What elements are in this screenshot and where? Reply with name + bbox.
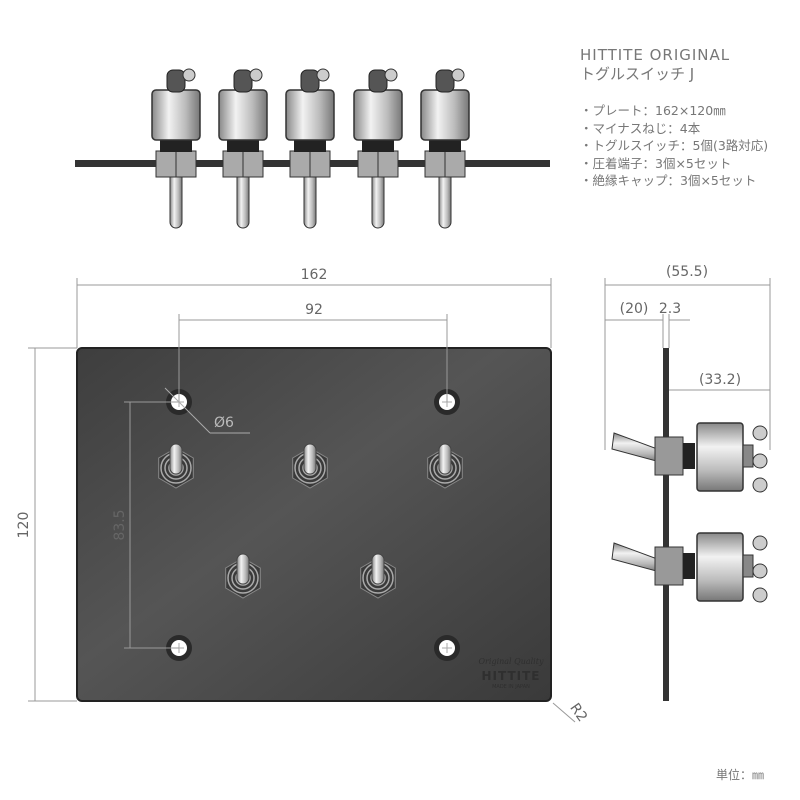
lever — [371, 553, 385, 585]
toggle-switch — [360, 553, 396, 599]
terminal-screw — [752, 477, 768, 493]
terminal — [435, 69, 455, 93]
dim-hole-spacing-x: 92 — [305, 302, 323, 318]
toggle-switch-top — [151, 68, 201, 229]
thread — [362, 138, 394, 152]
toggle-switch — [158, 443, 194, 489]
terminal-screw — [249, 68, 263, 82]
switch-body — [285, 89, 335, 141]
dim-width: 162 — [301, 267, 328, 283]
dim-depth-total: (55.5) — [666, 264, 708, 280]
spec-item: ・絶縁キャップ：3個×5セット — [580, 173, 757, 188]
lever — [236, 553, 250, 585]
terminal-screw — [752, 425, 768, 441]
toggle-switch-top — [218, 68, 268, 229]
terminal — [300, 69, 320, 93]
terminal-screw — [752, 535, 768, 551]
terminal-block — [742, 444, 754, 468]
thread — [683, 443, 695, 469]
spec-panel: HITTITE ORIGINAL トグルスイッチ J ・プレート：162×120… — [580, 46, 768, 190]
center-mark — [442, 643, 452, 653]
terminal — [368, 69, 388, 93]
terminal-block — [742, 554, 754, 578]
lever — [438, 169, 452, 229]
brand-title: HITTITE ORIGINAL — [580, 46, 731, 64]
switch-body — [151, 89, 201, 141]
hex-nut — [654, 546, 684, 586]
toggle-switch-side — [611, 532, 768, 603]
product-title: トグルスイッチ J — [580, 65, 695, 83]
toggle-switch-top — [420, 68, 470, 229]
plate — [76, 347, 552, 702]
unit-label: 単位：㎜ — [716, 768, 765, 782]
top-view — [75, 68, 550, 229]
lever — [371, 169, 385, 229]
toggle-switch-side — [611, 422, 768, 493]
dim-hole-spacing-y: 83.5 — [112, 509, 128, 540]
terminal-screw — [384, 68, 398, 82]
logo-origin: MADE IN JAPAN — [492, 684, 530, 690]
switch-body — [696, 422, 744, 492]
thread — [429, 138, 461, 152]
lever — [169, 443, 183, 475]
toggle-switch-top — [285, 68, 335, 229]
hex-nut — [654, 436, 684, 476]
thread — [227, 138, 259, 152]
dim-plate-thickness: 2.3 — [659, 301, 681, 317]
lever — [303, 443, 317, 475]
switch-body — [218, 89, 268, 141]
terminal-screw — [316, 68, 330, 82]
terminal-screw — [451, 68, 465, 82]
lever — [611, 542, 661, 573]
spec-item: ・圧着端子：3個×5セット — [580, 155, 732, 171]
toggle-switch — [427, 443, 463, 489]
logo: Original Quality HITTITE MADE IN JAPAN — [479, 657, 544, 690]
lever — [236, 169, 250, 229]
spec-item: ・プレート：162×120㎜ — [580, 103, 726, 118]
spec-item: ・トグルスイッチ：5個(3路対応) — [580, 138, 769, 153]
switch-body — [353, 89, 403, 141]
terminal — [233, 69, 253, 93]
terminal-screw — [752, 563, 768, 579]
dimension-lines — [28, 278, 771, 723]
terminal — [166, 69, 186, 93]
dim-corner-radius: R2 — [566, 700, 590, 724]
screw-hole — [434, 635, 460, 661]
thread — [683, 553, 695, 579]
switch-body — [696, 532, 744, 602]
logo-tagline: Original Quality — [479, 657, 544, 666]
toggle-switch-top — [353, 68, 403, 229]
dim-body-depth: (33.2) — [699, 372, 741, 388]
thread — [160, 138, 192, 152]
toggle-switch — [225, 553, 261, 599]
toggle-switch — [292, 443, 328, 489]
plate-side — [663, 348, 669, 701]
lever — [303, 169, 317, 229]
switch-body — [420, 89, 470, 141]
lever — [611, 432, 661, 463]
thread — [294, 138, 326, 152]
dim-hole-diameter: Ø6 — [214, 415, 234, 431]
side-view — [611, 348, 768, 701]
dim-lever-length: (20) — [620, 301, 649, 317]
terminal-screw — [752, 453, 768, 469]
lever — [438, 443, 452, 475]
logo-brand: HITTITE — [481, 669, 540, 683]
dim-height: 120 — [16, 512, 32, 539]
lever — [169, 169, 183, 229]
front-view: Original Quality HITTITE MADE IN JAPAN — [76, 347, 552, 702]
terminal-screw — [752, 587, 768, 603]
spec-item: ・マイナスねじ：4本 — [580, 120, 701, 136]
terminal-screw — [182, 68, 196, 82]
